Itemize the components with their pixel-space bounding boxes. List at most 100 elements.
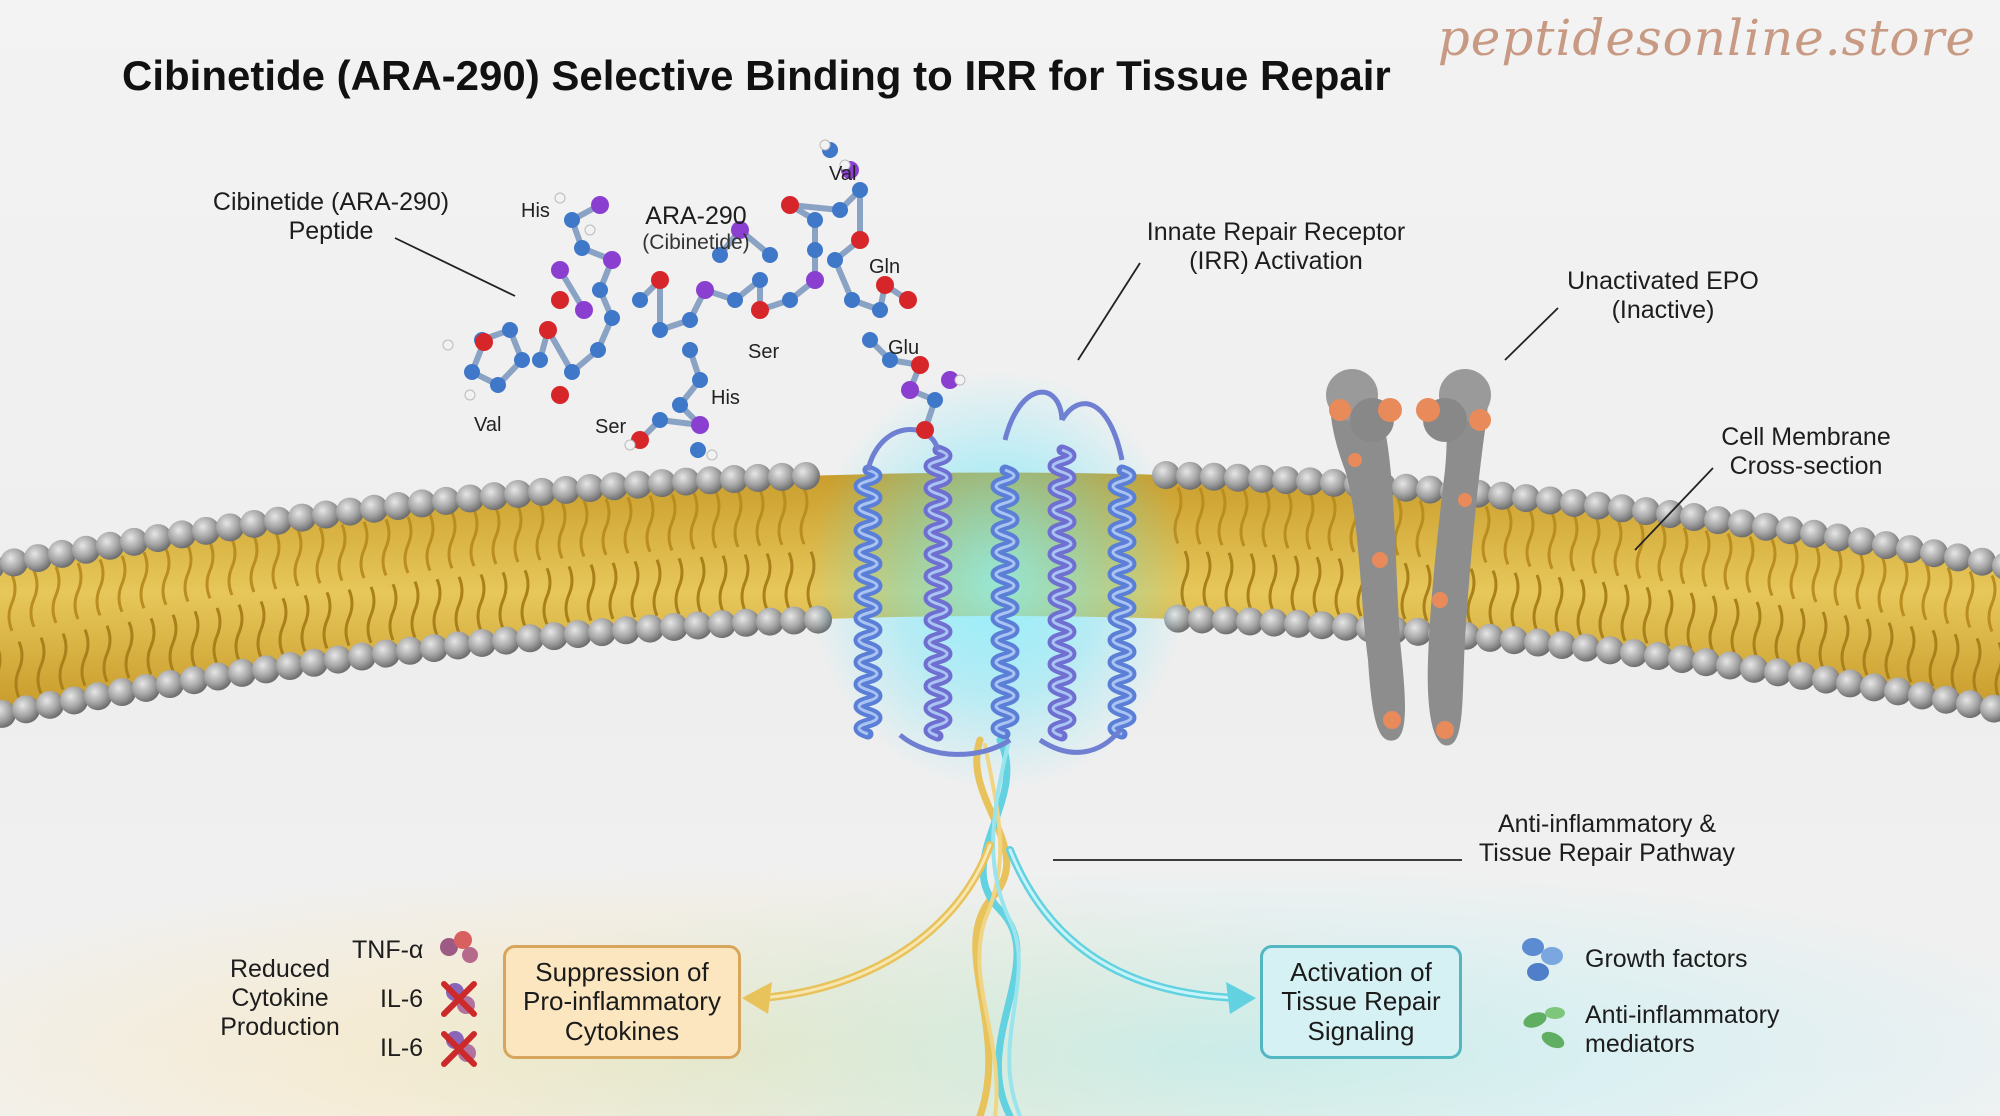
lipid-head	[480, 482, 508, 511]
hydrogen	[464, 389, 476, 401]
lipid-tail	[1576, 579, 1586, 637]
lipid-tail	[608, 562, 618, 620]
lipid-head	[528, 477, 556, 506]
lipid-tail	[1789, 542, 1799, 600]
lipid-tail	[432, 578, 442, 636]
lipid-head	[1956, 690, 1984, 719]
lipid-head	[1920, 539, 1948, 568]
atom	[490, 377, 506, 393]
lipid-head	[1596, 636, 1624, 665]
lipid-head	[564, 620, 592, 649]
lipid-head	[1392, 473, 1420, 502]
atom	[807, 242, 823, 258]
lipid-tail	[1723, 532, 1733, 591]
lipid-tail	[1283, 491, 1293, 549]
reduced-cytokine-label: Reduced Cytokine Production	[202, 955, 358, 1041]
lipid-head	[1764, 658, 1792, 687]
lipid-tail	[337, 523, 347, 582]
atom	[911, 356, 929, 374]
atom	[806, 271, 824, 289]
atom	[631, 431, 649, 449]
lipid-head	[1188, 605, 1216, 634]
atom	[696, 281, 714, 299]
lipid-tail	[1510, 572, 1520, 630]
lipid-head	[1728, 509, 1756, 538]
lipid-tail	[1312, 556, 1322, 614]
lipid-head	[288, 503, 316, 532]
lipid-tail	[1855, 552, 1865, 610]
lipid-head	[1548, 631, 1576, 660]
atom	[551, 291, 569, 309]
lipid-tail	[51, 566, 61, 624]
lipid-tails	[0, 486, 2000, 700]
lipid-tail	[161, 548, 171, 606]
lipid-tail	[498, 571, 508, 629]
lipid-head	[444, 631, 472, 660]
aa-label-his-2: His	[711, 387, 740, 409]
lipid-tail	[1708, 595, 1718, 653]
lipid-head	[1536, 486, 1564, 515]
lipid-tail	[1994, 642, 2000, 700]
lipid-head	[1668, 645, 1696, 674]
lipid-tail	[601, 498, 611, 556]
lipid-tail	[718, 555, 728, 613]
lipid-tail	[344, 588, 354, 647]
lipid-head	[1812, 665, 1840, 694]
arrow-left-head	[742, 982, 772, 1014]
lipid-tail	[733, 490, 743, 548]
lipid-head	[1632, 497, 1660, 526]
lipid-head	[732, 608, 760, 637]
lipid-head	[1800, 519, 1828, 548]
lipid-head	[324, 645, 352, 674]
lipid-tail	[1767, 539, 1777, 597]
legend-mediators-line1: Anti-inflammatory	[1585, 1001, 1780, 1029]
suppression-line3: Cytokines	[564, 1015, 680, 1046]
lipid-head	[780, 606, 808, 635]
lipid-tail	[777, 488, 787, 546]
epo-label: Unactivated EPO (Inactive)	[1540, 267, 1786, 325]
lipid-head	[492, 626, 520, 655]
lipid-tail	[322, 591, 332, 649]
lipid-tail	[14, 641, 24, 699]
lipid-tail	[1972, 637, 1982, 695]
lipid-tail	[1811, 545, 1821, 603]
lipid-head	[384, 492, 412, 521]
lipid-tail	[674, 557, 684, 615]
lipid-tail	[1862, 618, 1872, 676]
lipid-head	[408, 489, 436, 518]
lipid-tail	[410, 581, 420, 639]
atom	[781, 196, 799, 214]
lipid-head	[1212, 606, 1240, 635]
lipid-tail	[146, 617, 156, 675]
aa-label-ser-2: Ser	[595, 416, 627, 438]
atom	[901, 381, 919, 399]
lipid-tail	[1899, 559, 1909, 617]
atom	[832, 202, 848, 218]
molecule-icon	[442, 139, 966, 461]
lipid-tail	[476, 573, 486, 632]
hydrogen	[554, 192, 566, 204]
lipid-head	[72, 535, 100, 564]
atom	[532, 352, 548, 368]
lipid-head	[60, 686, 88, 715]
lipid-tail	[1965, 570, 1975, 629]
growth-factor-icon	[1522, 938, 1563, 981]
lipid-head	[420, 634, 448, 663]
lipid-tail	[359, 521, 369, 579]
lipid-tail	[1202, 551, 1212, 609]
lipid-head	[1284, 609, 1312, 638]
irr-label: Innate Repair Receptor (IRR) Activation	[1118, 218, 1434, 276]
lipid-tail	[1598, 581, 1608, 639]
lipid-tail	[1613, 519, 1623, 577]
lipid-tail	[1481, 505, 1491, 563]
lipid-tail	[689, 492, 699, 550]
lipid-head	[1884, 677, 1912, 706]
lipid-tail	[73, 562, 83, 620]
lipid-tail	[1554, 576, 1564, 634]
atom	[502, 322, 518, 338]
lipid-tail	[1503, 507, 1513, 565]
lipid-tail	[1745, 535, 1755, 594]
lipid-tail	[1752, 601, 1762, 659]
atom	[762, 247, 778, 263]
lipid-tail	[271, 532, 281, 590]
